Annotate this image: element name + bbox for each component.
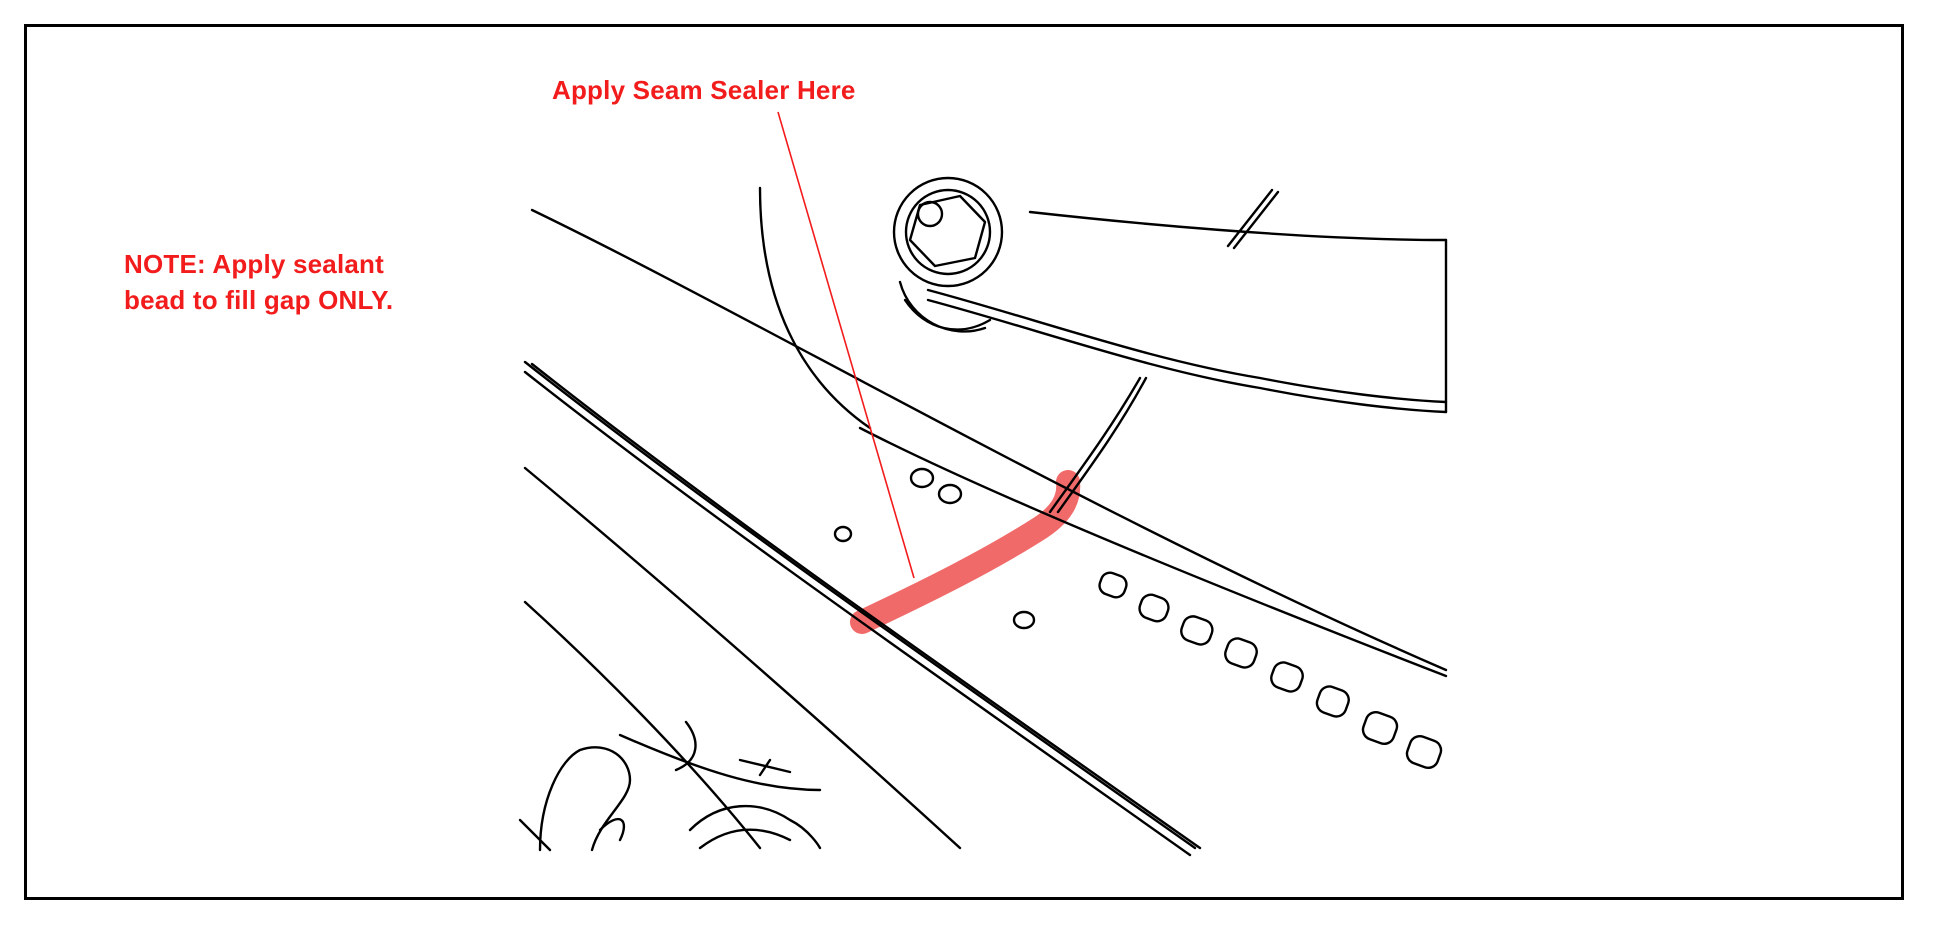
- hole-row: [1098, 571, 1443, 770]
- sill-edge-outer: [523, 360, 1197, 850]
- note-line-1: NOTE: Apply sealant: [124, 249, 384, 279]
- diagram-frame: [24, 24, 1904, 900]
- callout-leader-line: [777, 111, 915, 579]
- lower-panel-line-2: [523, 600, 762, 850]
- hole-pair: [833, 467, 1036, 630]
- note-line-2: bead to fill gap ONLY.: [124, 285, 394, 315]
- body-line-lower: [858, 426, 1448, 678]
- bushing-bolt-icon: [892, 176, 1004, 333]
- control-arm-top: [1028, 210, 1448, 242]
- upper-panel-edge: [530, 208, 1448, 672]
- sill-edge-inner: [523, 370, 1192, 857]
- sealant-note: NOTE: Apply sealant bead to fill gap ONL…: [124, 246, 393, 318]
- lower-panel-line-1: [523, 466, 962, 850]
- seam-sealer-label: Apply Seam Sealer Here: [552, 75, 856, 105]
- seam-line: [1048, 376, 1142, 514]
- tool-sketch: [518, 720, 822, 852]
- wheel-arch: [758, 186, 872, 430]
